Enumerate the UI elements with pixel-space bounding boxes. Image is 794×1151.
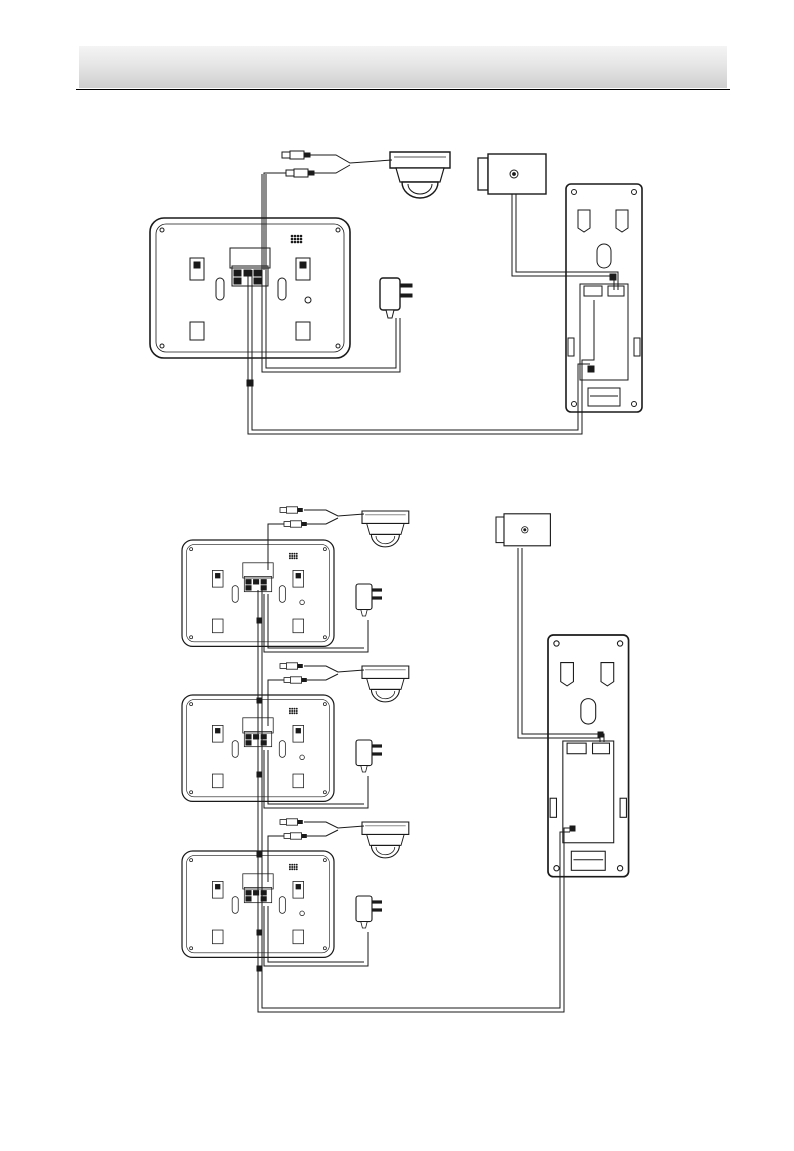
dome-camera-2a — [362, 511, 409, 547]
power-adapter-2c — [356, 896, 382, 928]
dome-camera-2b — [362, 666, 409, 702]
dome-camera-1 — [390, 152, 450, 198]
diagram-2 — [182, 507, 629, 1012]
power-adapter-1 — [380, 278, 412, 318]
door-station-1 — [566, 184, 642, 412]
camera-cable-1 — [310, 155, 392, 163]
indoor-station-1 — [150, 218, 350, 358]
dome-camera-2c — [362, 822, 409, 858]
video-connector-1b — [286, 169, 314, 177]
video-connector-2a — [280, 507, 302, 513]
video-connector-1a — [282, 151, 310, 159]
power-adapter-2a — [356, 584, 382, 616]
diagram-1 — [150, 151, 642, 434]
power-adapter-2b — [356, 740, 382, 772]
bullet-camera-2 — [496, 514, 550, 546]
bullet-camera-1 — [478, 154, 546, 194]
